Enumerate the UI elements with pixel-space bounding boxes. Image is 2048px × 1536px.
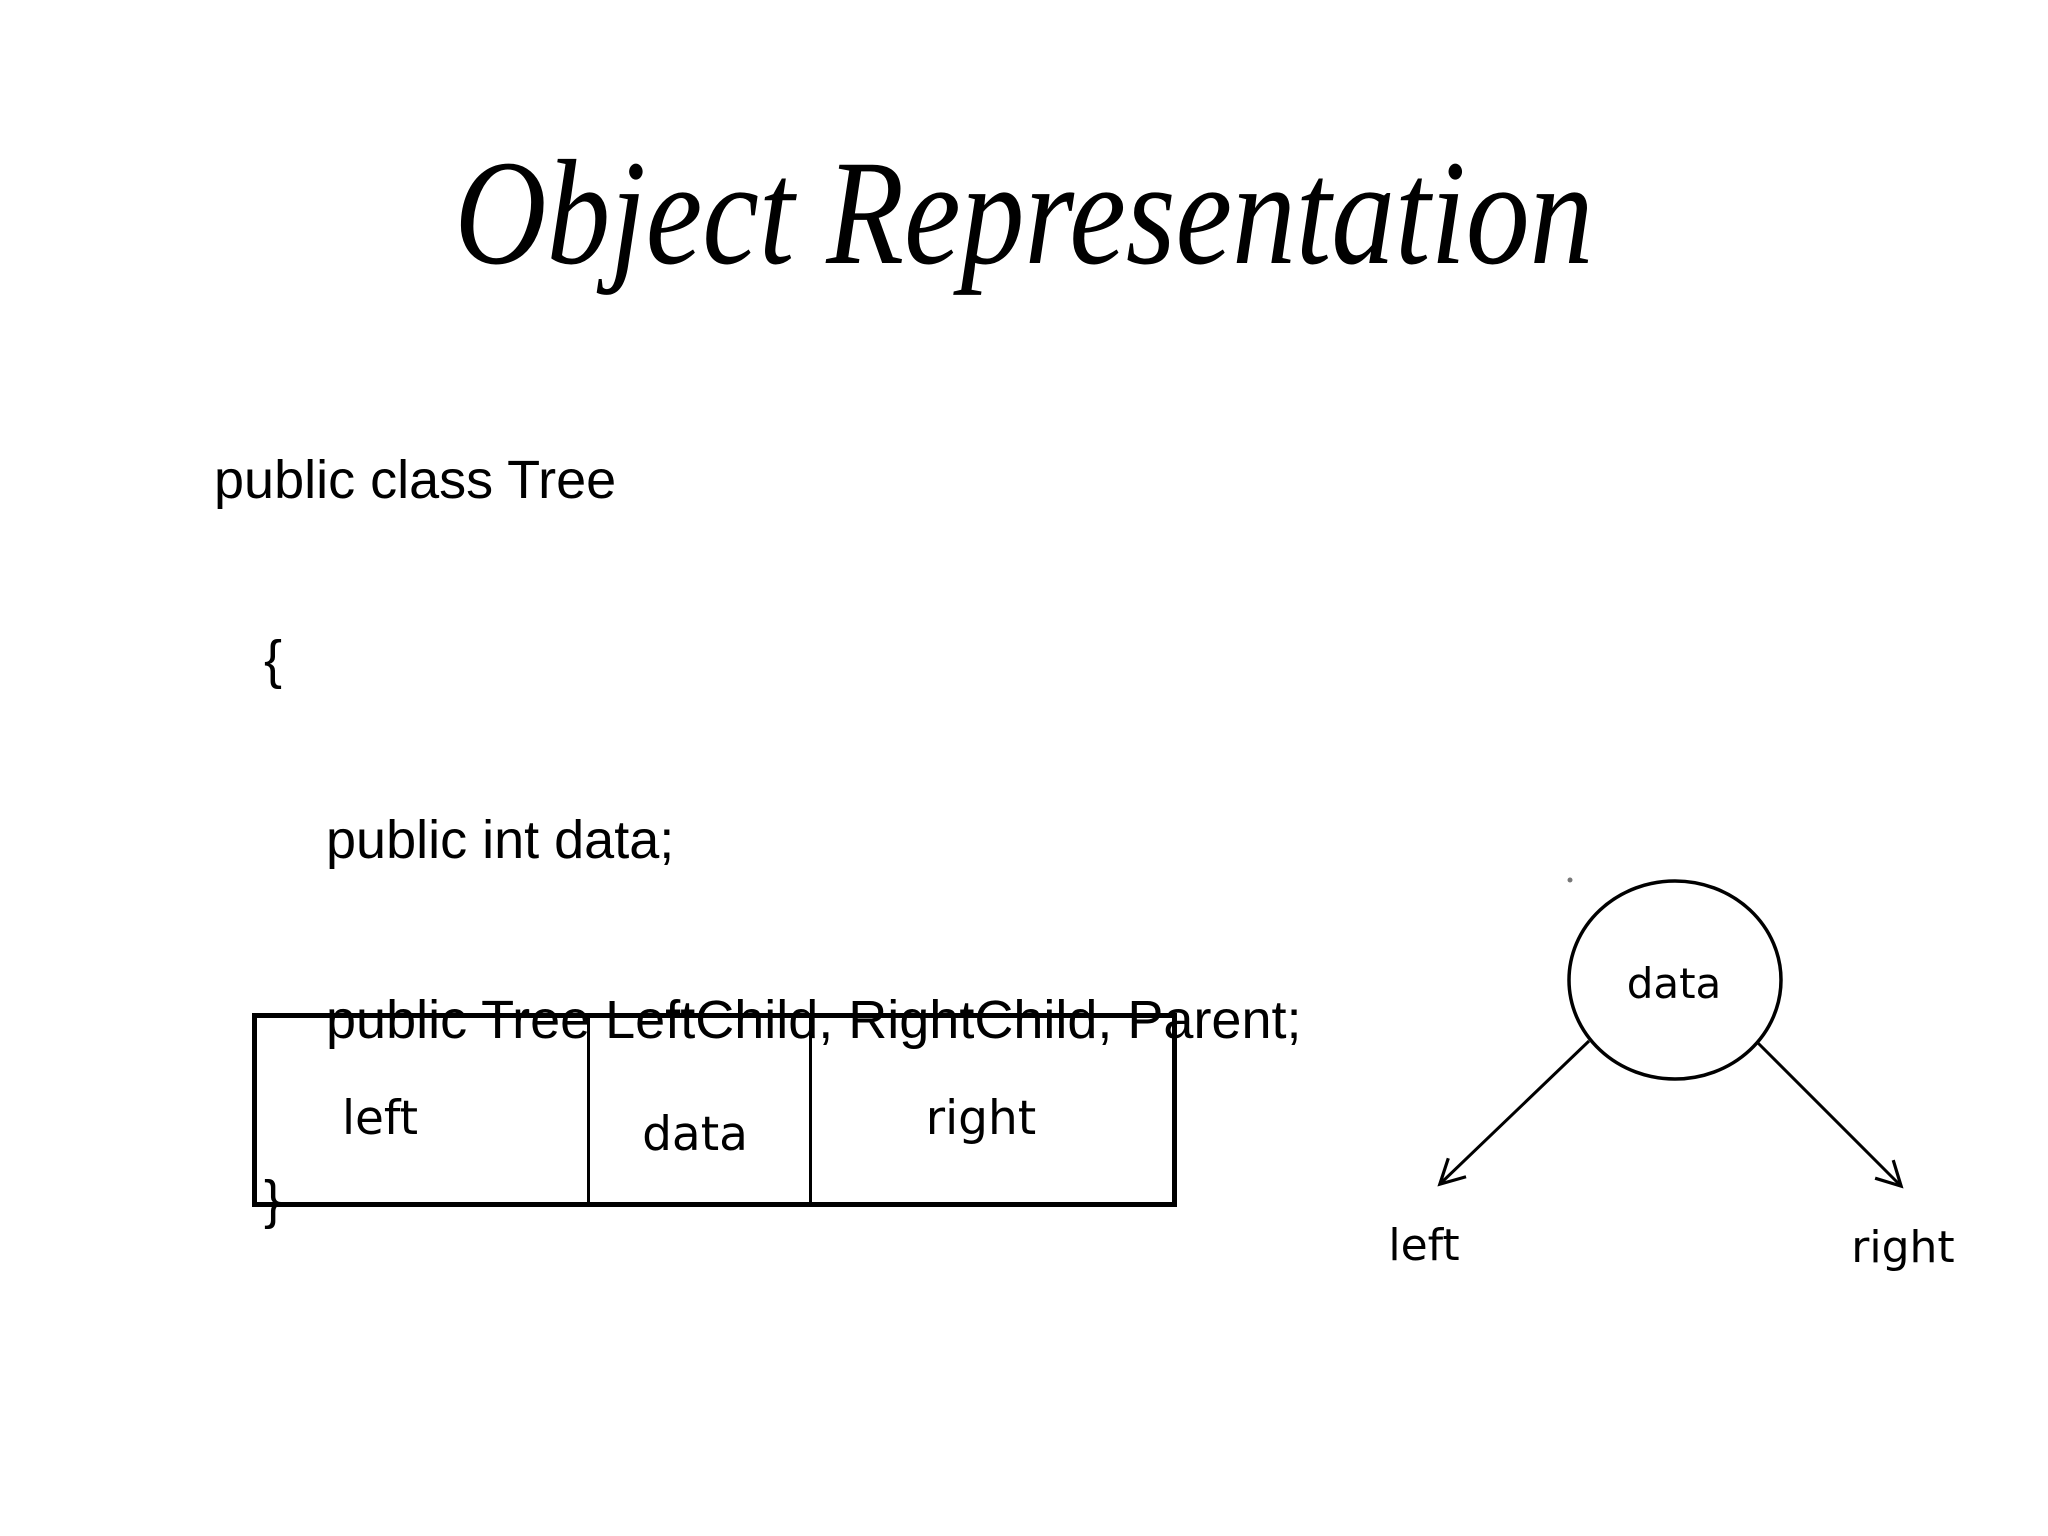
- code-block: public class Tree { public int data; pub…: [214, 330, 1302, 1350]
- memory-cell-data-label: data: [642, 1107, 748, 1162]
- cell-divider: [587, 1018, 590, 1202]
- code-line: }: [264, 1170, 283, 1230]
- code-line: public class Tree: [214, 450, 617, 510]
- title-wrap: Object Representation: [0, 127, 2048, 299]
- tree-left-child-label: left: [1388, 1220, 1460, 1271]
- tree-diagram: [1350, 877, 2030, 1320]
- cell-divider: [809, 1018, 812, 1202]
- memory-cell-right-label: right: [925, 1091, 1037, 1146]
- right-child-arrow-icon: [1755, 1040, 1900, 1185]
- code-line: public Tree LeftChild, RightChild, Paren…: [326, 990, 1302, 1050]
- tree-node-circle: [1567, 879, 1783, 1081]
- code-line: {: [264, 630, 283, 690]
- memory-cell-box: left data right: [252, 1013, 1177, 1207]
- tree-node-data-label: data: [1626, 959, 1722, 1008]
- memory-cell-left-label: left: [341, 1091, 419, 1146]
- page-title: Object Representation: [454, 130, 1594, 296]
- stray-dot: [1567, 877, 1573, 883]
- code-line: public int data;: [326, 810, 675, 870]
- tree-right-child-label: right: [1851, 1222, 1955, 1273]
- left-child-arrow-icon: [1441, 1039, 1591, 1183]
